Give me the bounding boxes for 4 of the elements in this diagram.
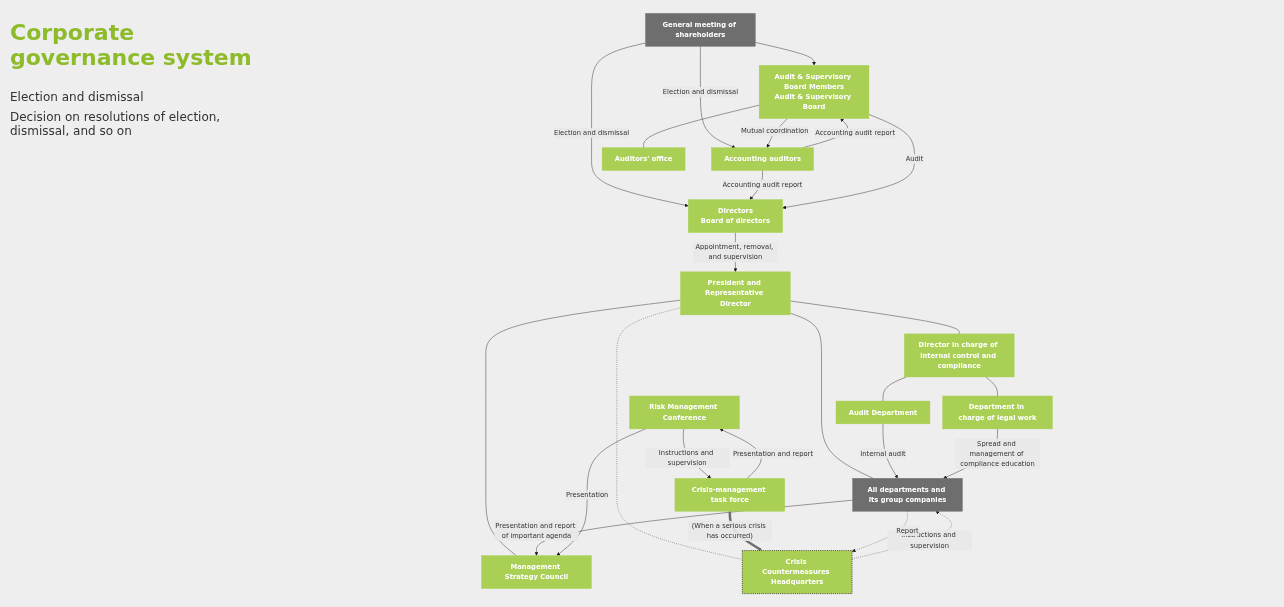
connector [790,312,874,479]
diagram-title: Corporate governance system [10,20,253,70]
note-text: Decision on resolutions of election, dismissal, and so on [10,110,222,138]
note-text: Election and dismissal [10,90,145,104]
